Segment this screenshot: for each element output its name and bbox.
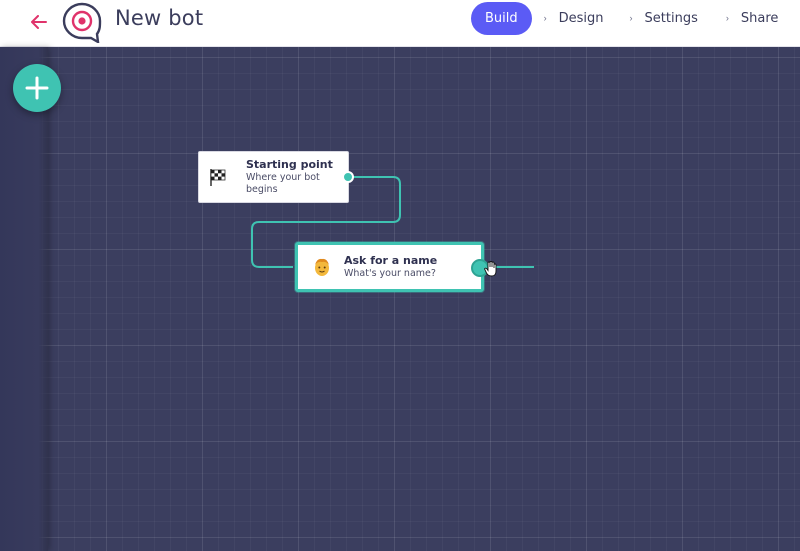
chevron-right-icon: › [543,13,547,23]
node-title: Starting point [246,158,333,171]
start-output-port[interactable] [342,171,354,183]
flow-canvas[interactable] [0,47,800,551]
top-bar: New bot Build › Design › Settings › Shar… [0,0,800,47]
node-subtitle: Where your bot begins [246,172,320,195]
node-subtitle: What's your name? [344,268,436,279]
plus-icon [25,76,49,100]
arrow-left-icon [31,15,47,29]
node-text: Ask for a name What's your name? [344,254,437,280]
face-icon [312,257,332,277]
bot-title[interactable]: New bot [115,6,204,30]
hand-cursor-icon [484,261,497,277]
node-starting-point[interactable]: Starting point Where your bot begins [198,151,349,203]
back-button[interactable] [26,9,52,35]
chevron-right-icon: › [629,13,633,23]
bot-logo-icon [62,2,102,43]
step-nav: Build › Design › Settings › Share [471,1,778,35]
checkered-flag-icon [208,167,228,187]
tab-design[interactable]: Design [558,10,604,26]
tab-build[interactable]: Build [471,1,532,35]
node-text: Starting point Where your bot begins [246,158,336,196]
add-node-button[interactable] [13,64,61,112]
tab-settings[interactable]: Settings [644,10,698,26]
chevron-right-icon: › [725,13,729,23]
node-ask-for-name[interactable]: Ask for a name What's your name? [295,242,484,292]
node-title: Ask for a name [344,254,438,267]
left-toolbar [0,47,48,551]
tab-share[interactable]: Share [740,10,779,26]
